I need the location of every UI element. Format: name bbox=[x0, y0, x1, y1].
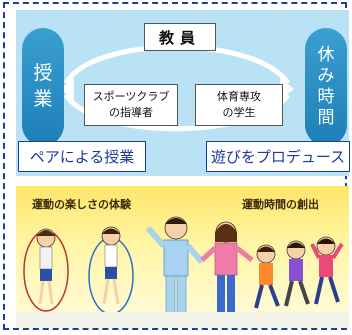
break-time-pill: 休 み 時 間 bbox=[305, 28, 347, 146]
lesson-char-1: 授 bbox=[33, 62, 53, 85]
woman-figure bbox=[200, 221, 254, 313]
break-char-1: 休 bbox=[317, 44, 335, 65]
lesson-pill: 授 業 bbox=[22, 28, 64, 146]
lesson-char-2: 業 bbox=[33, 88, 53, 110]
pair-lesson-label: ペアによる授業 bbox=[18, 141, 146, 172]
children-figures bbox=[16, 216, 349, 328]
jump-rope-child-2 bbox=[88, 226, 134, 315]
break-char-3: 時 bbox=[317, 87, 335, 107]
running-child-3 bbox=[310, 236, 344, 305]
produce-play-label: 遊びをプロデュース bbox=[206, 141, 350, 172]
sports-leader-box: スポーツクラブ の指導者 bbox=[84, 84, 178, 126]
create-time-caption: 運動時間の創出 bbox=[242, 198, 319, 211]
teacher-figure bbox=[145, 216, 205, 317]
break-char-2: み bbox=[317, 65, 335, 86]
teacher-box: 教員 bbox=[144, 23, 216, 51]
break-char-4: 間 bbox=[317, 108, 335, 129]
children-illustration: 運動の楽しさの体験 運動時間の創出 bbox=[16, 186, 349, 328]
fun-caption: 運動の楽しさの体験 bbox=[32, 198, 131, 211]
running-child-1 bbox=[254, 244, 280, 309]
jump-rope-child-1 bbox=[23, 228, 69, 312]
running-child-2 bbox=[284, 240, 310, 307]
pe-student-box: 体育専攻 の学生 bbox=[195, 84, 283, 126]
ground bbox=[16, 312, 349, 328]
